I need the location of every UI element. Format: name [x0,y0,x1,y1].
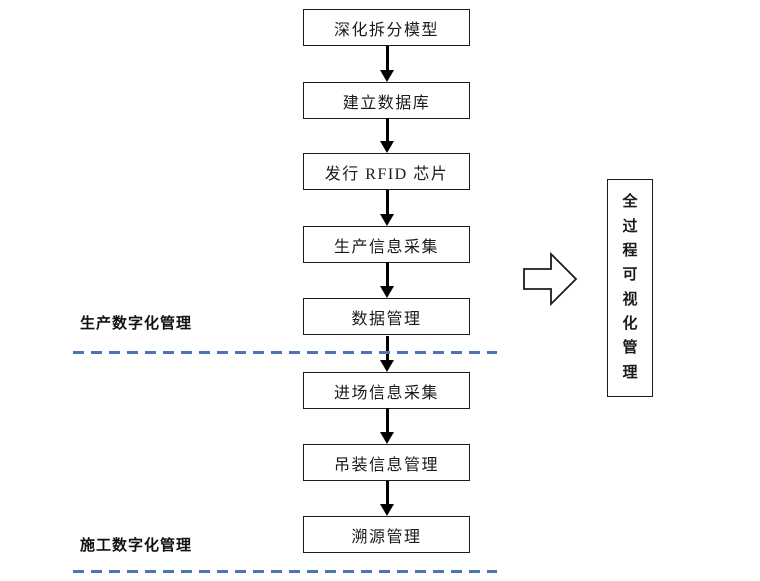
result-box-char: 可 [622,267,638,284]
flow-box-data-management: 数据管理 [303,298,470,335]
flow-box-build-database: 建立数据库 [303,82,470,119]
flow-arrow-down-icon [380,481,394,516]
flow-box-site-entry-info-collection: 进场信息采集 [303,372,470,409]
result-box-char: 视 [622,291,638,308]
flow-arrow-down-icon [380,118,394,153]
result-box-whole-process-visual-management: 全 过 程 可 视 化 管 理 [607,179,653,397]
block-arrow-right-icon [523,251,578,307]
result-box-char: 过 [622,218,638,235]
section-divider-dashed-line [73,351,497,354]
flow-arrow-down-icon [380,262,394,298]
flow-box-hoisting-info-management: 吊装信息管理 [303,444,470,481]
section-divider-dashed-line [73,570,497,573]
section-label-production-digital-management: 生产数字化管理 [80,315,193,332]
section-label-construction-digital-management: 施工数字化管理 [80,537,193,554]
flow-box-deepen-split-model: 深化拆分模型 [303,9,470,46]
flow-box-production-info-collection: 生产信息采集 [303,226,470,263]
result-box-char: 理 [622,364,638,381]
result-box-char: 化 [622,315,638,332]
flow-arrow-down-icon [380,190,394,226]
result-box-char: 管 [622,340,638,357]
flow-box-traceability-management: 溯源管理 [303,516,470,553]
flow-arrow-down-icon [380,46,394,82]
flow-box-issue-rfid-chip: 发行 RFID 芯片 [303,153,470,190]
result-box-char: 全 [622,194,638,211]
flow-arrow-down-icon [380,408,394,444]
result-box-char: 程 [622,242,638,259]
flow-arrow-down-icon [380,336,394,372]
